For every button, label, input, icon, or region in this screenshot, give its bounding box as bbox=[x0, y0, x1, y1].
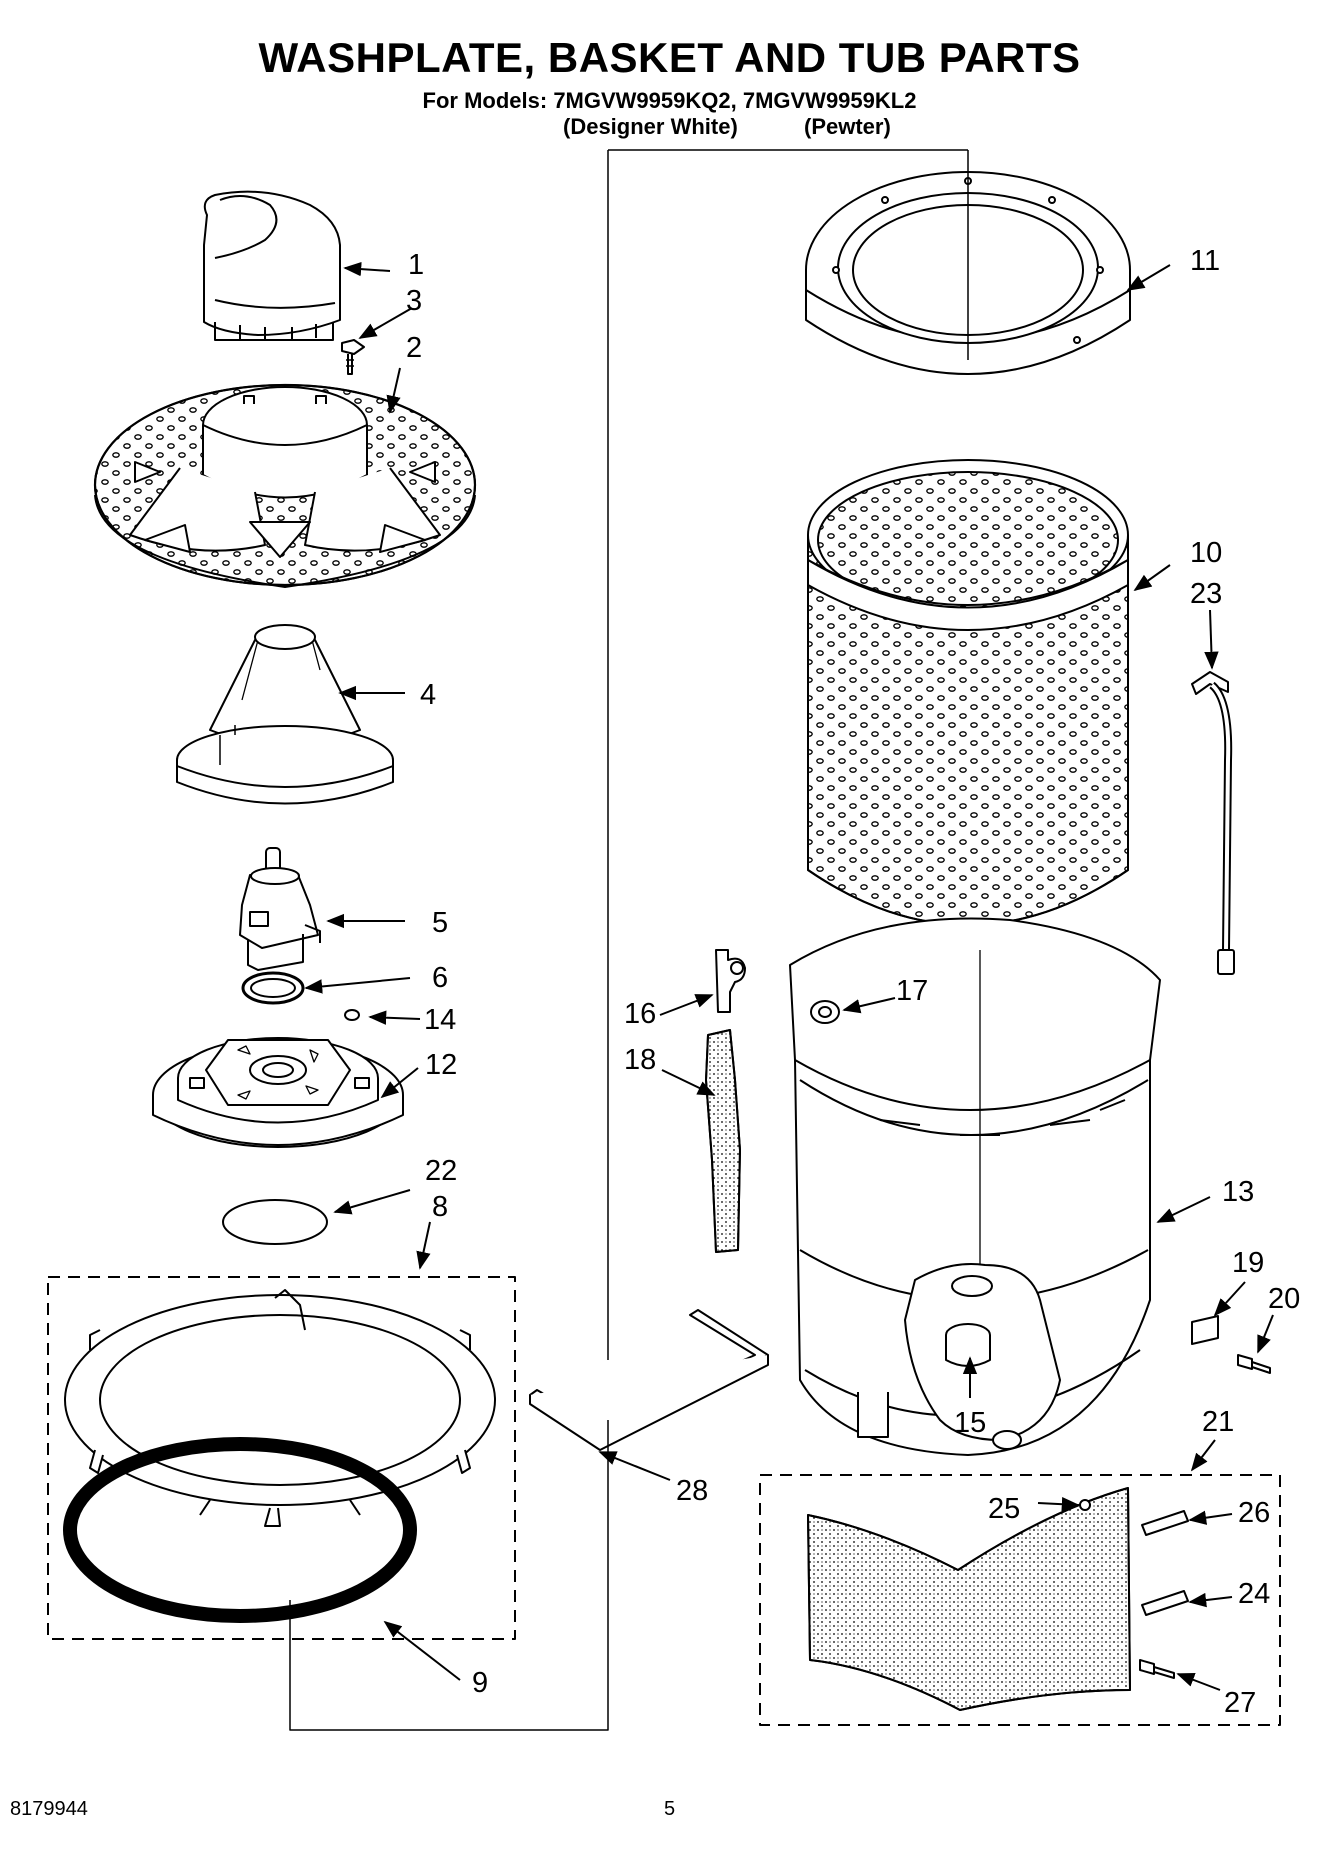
strip-part bbox=[705, 1029, 741, 1253]
callout-8: 8 bbox=[432, 1191, 448, 1223]
callout-21: 21 bbox=[1202, 1406, 1234, 1438]
bracket-part bbox=[715, 949, 746, 1013]
plate-part bbox=[1141, 1510, 1189, 1536]
callout-19: 19 bbox=[1232, 1247, 1264, 1279]
cone-part bbox=[176, 624, 394, 805]
document-number: 8179944 bbox=[10, 1798, 88, 1820]
balance-ring-kit-box bbox=[47, 1276, 516, 1640]
callout-3: 3 bbox=[406, 285, 422, 317]
agitator-cap-part bbox=[203, 190, 341, 341]
hose-part bbox=[1191, 671, 1235, 975]
hub-assembly-part bbox=[152, 1037, 404, 1148]
screw-part bbox=[1237, 1354, 1271, 1374]
clip-part bbox=[1191, 1315, 1219, 1345]
model-numbers: For Models: 7MGVW9959KQ2, 7MGVW9959KL2 bbox=[422, 88, 917, 113]
leader-lines bbox=[304, 261, 1274, 1691]
routing-lines bbox=[289, 149, 969, 1731]
callout-16: 16 bbox=[624, 998, 656, 1030]
plate-part-2 bbox=[1141, 1590, 1189, 1616]
callout-23: 23 bbox=[1190, 578, 1222, 610]
callout-1: 1 bbox=[408, 249, 424, 281]
callout-11: 11 bbox=[1190, 245, 1220, 277]
strap-part bbox=[529, 1309, 769, 1451]
page-number: 5 bbox=[664, 1798, 676, 1820]
variant-designer-white: (Designer White) bbox=[563, 114, 738, 139]
callout-22: 22 bbox=[425, 1155, 457, 1187]
callout-6: 6 bbox=[432, 962, 448, 994]
callout-4: 4 bbox=[420, 679, 436, 711]
washplate-part bbox=[93, 383, 477, 588]
grommet-part bbox=[810, 1000, 840, 1024]
callout-12: 12 bbox=[425, 1049, 457, 1081]
callout-13: 13 bbox=[1222, 1176, 1254, 1208]
balance-ring-part bbox=[64, 1289, 496, 1527]
variant-pewter: (Pewter) bbox=[804, 114, 891, 139]
callout-5: 5 bbox=[432, 907, 448, 939]
fastener-screw-part bbox=[341, 339, 365, 375]
callout-26: 26 bbox=[1238, 1497, 1270, 1529]
retaining-ring-part bbox=[241, 971, 305, 1005]
callout-9: 9 bbox=[472, 1667, 488, 1699]
callout-27: 27 bbox=[1224, 1687, 1256, 1719]
callout-25: 25 bbox=[988, 1493, 1020, 1525]
screw-part-2 bbox=[1139, 1659, 1175, 1679]
callout-18: 18 bbox=[624, 1044, 656, 1076]
callout-15: 15 bbox=[954, 1407, 986, 1439]
pad-part bbox=[222, 1199, 328, 1245]
plug-part bbox=[1079, 1499, 1091, 1511]
gasket-part bbox=[63, 1437, 417, 1623]
callout-labels: 1 3 2 4 5 6 14 12 22 8 9 11 10 23 16 17 … bbox=[406, 245, 1300, 1719]
page-title: WASHPLATE, BASKET AND TUB PARTS bbox=[258, 34, 1081, 81]
callout-20: 20 bbox=[1268, 1283, 1300, 1315]
insulation-kit-box bbox=[759, 1474, 1281, 1726]
callout-17: 17 bbox=[896, 975, 928, 1007]
insulation-part bbox=[807, 1487, 1131, 1711]
callout-14: 14 bbox=[424, 1004, 456, 1036]
drive-hub-part bbox=[239, 847, 321, 971]
tub-part bbox=[789, 917, 1161, 1456]
callout-10: 10 bbox=[1190, 537, 1222, 569]
basket-part bbox=[807, 459, 1129, 926]
callout-28: 28 bbox=[676, 1475, 708, 1507]
callout-24: 24 bbox=[1238, 1578, 1270, 1610]
o-ring-part bbox=[344, 1009, 360, 1021]
callout-2: 2 bbox=[406, 332, 422, 364]
